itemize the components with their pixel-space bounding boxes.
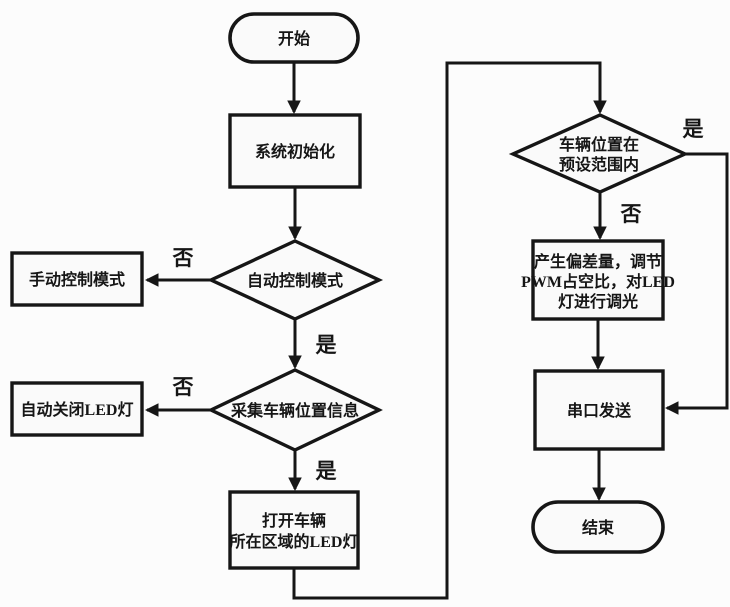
node-serial: 串口发送	[533, 369, 665, 451]
pwm-process-shape	[531, 239, 665, 321]
in-range-decision-shape	[508, 113, 690, 194]
node-open-led: 打开车辆 所在区域的LED灯	[228, 490, 360, 570]
node-auto-mode: 自动控制模式	[206, 239, 384, 321]
manual-mode-process-shape	[10, 251, 144, 307]
end-terminator-shape	[531, 500, 665, 554]
branch-label-yes-automode: 是	[316, 333, 337, 357]
node-init-label: 系统初始化	[255, 142, 335, 161]
node-in-range-line1: 车辆位置在	[559, 135, 639, 154]
node-collect-position-label: 采集车辆位置信息	[230, 401, 359, 420]
node-open-led-line2: 所在区域的LED灯	[230, 532, 359, 551]
node-auto-mode-label: 自动控制模式	[247, 271, 343, 290]
node-start: 开始	[228, 12, 360, 64]
node-manual-mode-label: 手动控制模式	[29, 270, 125, 289]
node-pwm-line1: 产生偏差量，调节	[534, 252, 662, 271]
node-led-off: 自动关闭LED灯	[10, 381, 144, 437]
node-start-label: 开始	[278, 29, 310, 48]
branch-label-no-inrange: 否	[621, 202, 642, 226]
collect-position-decision-shape	[207, 368, 383, 452]
node-serial-label: 串口发送	[567, 401, 632, 420]
node-pwm-line3: 灯进行调光	[558, 292, 638, 311]
edge-openled-to-inrange	[292, 61, 607, 600]
led-off-process-shape	[10, 381, 144, 437]
start-terminator-shape	[228, 12, 360, 64]
node-in-range-line2: 预设范围内	[559, 155, 639, 174]
node-in-range: 车辆位置在 预设范围内	[508, 113, 690, 194]
auto-mode-decision-shape	[206, 239, 384, 321]
branch-label-no-collect: 否	[173, 375, 194, 399]
open-led-process-shape	[228, 490, 360, 570]
node-end-label: 结束	[581, 518, 615, 537]
node-end: 结束	[531, 500, 665, 554]
node-collect-position: 采集车辆位置信息	[207, 368, 383, 452]
node-init: 系统初始化	[228, 113, 362, 189]
node-manual-mode: 手动控制模式	[10, 251, 144, 307]
init-process-shape	[228, 113, 362, 189]
edge-inrange-yes-to-serial	[664, 152, 729, 415]
branch-label-yes-collect: 是	[316, 459, 337, 483]
node-pwm: 产生偏差量，调节 PWM占空比，对LED 灯进行调光	[521, 239, 675, 321]
node-open-led-line1: 打开车辆	[262, 511, 326, 530]
serial-process-shape	[533, 369, 665, 451]
node-pwm-line2: PWM占空比，对LED	[521, 272, 675, 291]
node-led-off-label: 自动关闭LED灯	[21, 400, 134, 419]
branch-label-yes-inrange: 是	[683, 117, 704, 141]
branch-label-no-automode: 否	[173, 246, 194, 270]
